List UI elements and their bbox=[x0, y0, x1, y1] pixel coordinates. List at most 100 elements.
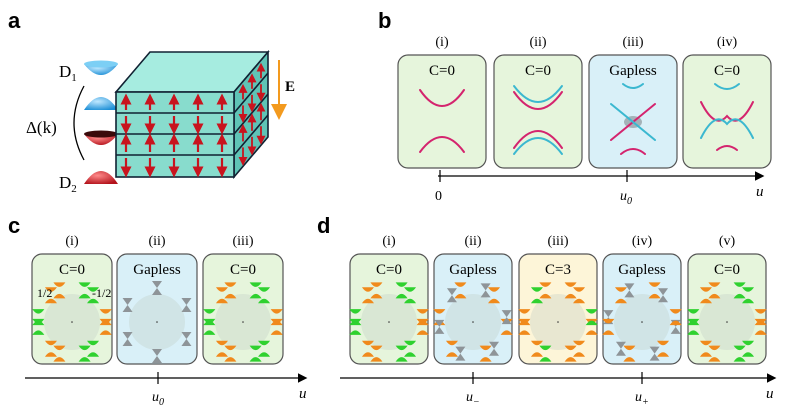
dirac-cone-lower bbox=[518, 330, 531, 335]
dirac-cone-lower bbox=[530, 352, 543, 357]
gapless-cone bbox=[122, 339, 133, 346]
gapless-cone bbox=[658, 288, 669, 296]
dirac-cone-lower bbox=[215, 298, 228, 304]
panel-d-letter: d bbox=[317, 213, 330, 238]
gapless-cone bbox=[624, 290, 635, 298]
dirac-cone-upper bbox=[573, 287, 586, 292]
dirac-cone-lower bbox=[99, 320, 112, 326]
dirac-cone-upper bbox=[754, 309, 767, 314]
dirac-cone-upper bbox=[53, 282, 66, 287]
dirac-cone-upper bbox=[479, 345, 492, 351]
panel-d-label: Gapless bbox=[449, 262, 497, 278]
dirac-cone-lower bbox=[573, 352, 586, 357]
dirac-cone-upper bbox=[742, 287, 755, 292]
panel-d-box: (iii) C=3 bbox=[518, 234, 598, 365]
dirac-cone-upper bbox=[699, 340, 712, 346]
dirac-cone-upper bbox=[648, 282, 661, 287]
dirac-cone-lower bbox=[416, 320, 429, 326]
dirac-cone-upper bbox=[349, 309, 362, 314]
dirac-cone-upper bbox=[404, 340, 417, 346]
gapless-cone bbox=[489, 348, 500, 356]
dirac-cone-lower bbox=[53, 357, 66, 362]
panel-d-box: (i)C=0 bbox=[349, 234, 429, 365]
gapless-cone bbox=[152, 356, 162, 363]
gapless-cone bbox=[122, 298, 133, 305]
dirac-cone-lower bbox=[500, 330, 513, 335]
panel-d-roman: (iii) bbox=[548, 234, 569, 249]
dirac-cone-lower bbox=[395, 293, 408, 299]
dirac-cone-lower bbox=[258, 352, 271, 357]
dirac-cone-lower bbox=[370, 357, 383, 362]
gapless-cone bbox=[501, 310, 512, 318]
band-curve bbox=[716, 145, 738, 151]
dirac-cone-lower bbox=[564, 357, 577, 362]
dirac-cone-upper bbox=[708, 282, 721, 287]
dirac-cone-upper bbox=[564, 282, 577, 287]
slab-layer-line bbox=[233, 114, 269, 156]
panel-c-label: Gapless bbox=[133, 262, 181, 278]
panel-c-tick-label: u0 bbox=[152, 390, 164, 408]
panel-b-roman: (iii) bbox=[623, 35, 644, 50]
dirac-cone-upper bbox=[32, 309, 45, 314]
gapless-cone bbox=[181, 305, 192, 312]
dirac-cone-lower bbox=[754, 320, 767, 326]
gapless-cone bbox=[152, 349, 162, 356]
dirac-cone-lower bbox=[539, 293, 552, 299]
dirac-cone-upper bbox=[395, 345, 408, 351]
gapless-cone bbox=[480, 283, 491, 291]
dirac-cone-upper bbox=[602, 318, 615, 324]
gapless-cone bbox=[489, 341, 500, 349]
dirac-cone-upper bbox=[224, 345, 237, 351]
dirac-cone-upper bbox=[733, 345, 746, 351]
panel-b-tick-label-u0: u0 bbox=[620, 189, 632, 207]
dirac-cone-upper bbox=[669, 309, 682, 314]
gapless-cone bbox=[181, 339, 192, 346]
dirac-cone-lower bbox=[708, 357, 721, 362]
panel-c-letter: c bbox=[8, 213, 20, 238]
panel-c: c (i)C=0(ii)Gapless(iii)C=0 1/2 -1/2 u0 … bbox=[8, 213, 308, 408]
gapless-cone bbox=[446, 295, 457, 303]
dirac-cone-upper bbox=[361, 340, 374, 346]
dirac-cone-lower bbox=[78, 293, 91, 299]
dirac-cone-lower bbox=[78, 357, 91, 362]
gapless-cone bbox=[434, 319, 445, 327]
panel-c-box: (iii)C=0 bbox=[202, 234, 284, 365]
dirac-cone-lower bbox=[573, 298, 586, 304]
panel-b-letter: b bbox=[378, 8, 391, 33]
panel-a-letter: a bbox=[8, 8, 21, 33]
dirac-cone-lower bbox=[623, 357, 636, 362]
panel-b-box: (ii)C=0 bbox=[493, 35, 583, 169]
panel-d: d (i)C=0(ii)Gapless(iii)C=3(iv)Gapless(v… bbox=[317, 213, 777, 408]
zone-center bbox=[641, 321, 643, 323]
gapless-cone bbox=[455, 353, 466, 361]
panel-c-box: (i)C=0 bbox=[31, 234, 113, 365]
dirac-cone-lower bbox=[530, 298, 543, 304]
dirac-cone-upper bbox=[687, 318, 700, 324]
d1-cone-pair bbox=[84, 60, 118, 110]
panel-d-label: C=3 bbox=[545, 262, 571, 278]
gapless-cone bbox=[152, 281, 162, 288]
panel-c-label: C=0 bbox=[59, 262, 85, 278]
dirac-cone-upper bbox=[530, 340, 543, 346]
dirac-cone-lower bbox=[87, 298, 100, 304]
dirac-cone-upper bbox=[361, 287, 374, 292]
dirac-cone-lower bbox=[454, 293, 467, 299]
dirac-cone-lower bbox=[99, 330, 112, 335]
gapless-cone bbox=[603, 310, 614, 318]
dirac-cone-lower bbox=[215, 352, 228, 357]
dirac-cone-upper bbox=[215, 340, 228, 346]
gapless-cone bbox=[501, 317, 512, 325]
dirac-cone-lower bbox=[270, 320, 283, 326]
gapless-cone bbox=[122, 305, 133, 312]
gapless-cone bbox=[649, 353, 660, 361]
panel-d-box-frame bbox=[687, 253, 767, 365]
dirac-cone-lower bbox=[754, 330, 767, 335]
right-cone-tag: -1/2 bbox=[92, 286, 111, 300]
dirac-cone-upper bbox=[687, 309, 700, 314]
panel-d-roman: (v) bbox=[719, 234, 736, 249]
dirac-cone-lower bbox=[395, 357, 408, 362]
dirac-cone-lower bbox=[648, 293, 661, 299]
dirac-cone-lower bbox=[249, 293, 262, 299]
panel-d-axis-label: u bbox=[766, 386, 774, 402]
panel-b-box: (i)C=0 bbox=[397, 35, 487, 169]
